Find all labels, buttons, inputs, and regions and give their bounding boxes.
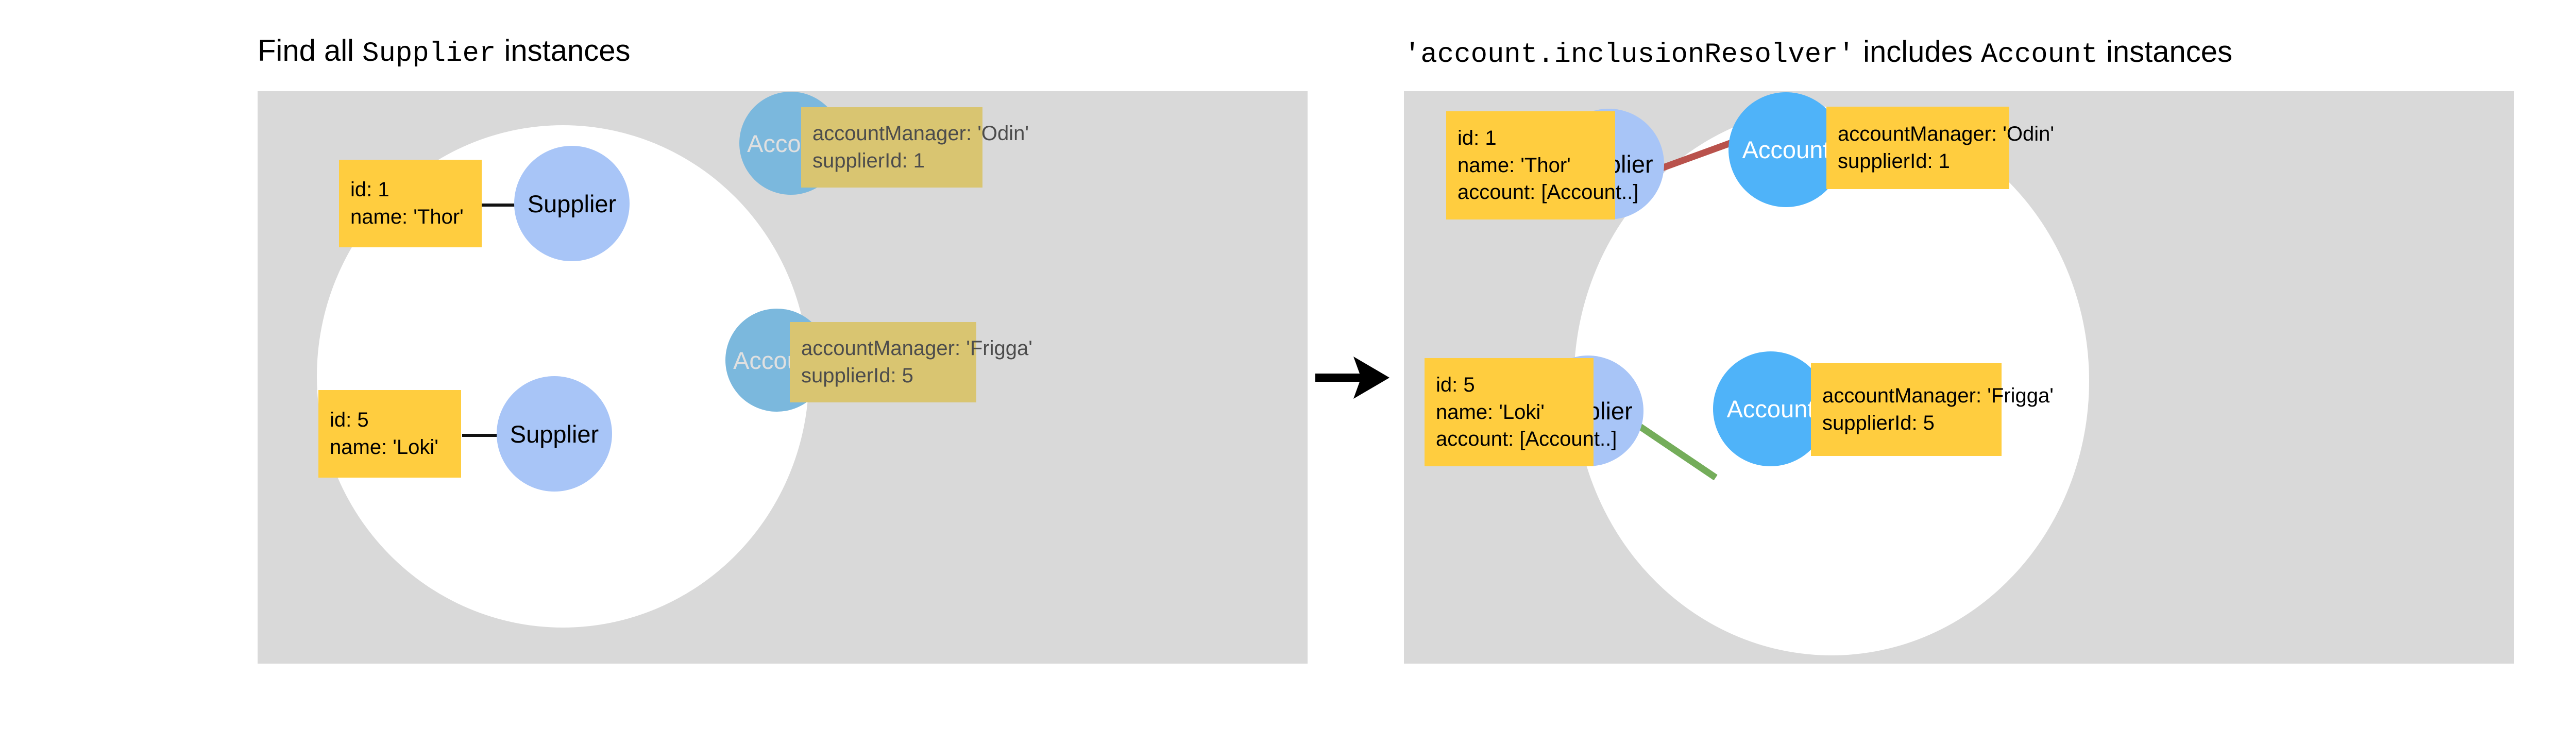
- right-box-account-bottom: accountManager: 'Frigga' supplierId: 5: [1811, 363, 2054, 456]
- right-panel: Supplier Supplier Account Account id: 1 …: [1404, 91, 2514, 664]
- box-line-account-manager: accountManager: 'Frigga': [801, 337, 1032, 360]
- node-label: Supplier: [510, 420, 599, 448]
- box-line-supplier-id: supplierId: 1: [812, 149, 925, 172]
- right-box-supplier-top: id: 1 name: 'Thor' account: [Account..]: [1446, 111, 1639, 219]
- right-node-account-bottom[interactable]: Account: [1713, 351, 1828, 466]
- edge-supplier-bottom-box: [462, 434, 509, 437]
- box-line-id: id: 5: [330, 409, 369, 432]
- box-line-supplier-id: supplierId: 5: [1822, 412, 1935, 434]
- box-line-id: id: 1: [1458, 126, 1497, 149]
- right-title-code-2: Account: [1981, 39, 2098, 71]
- right-title-suffix: instances: [2106, 35, 2233, 69]
- node-label: Account: [1726, 395, 1815, 422]
- left-title-suffix: instances: [504, 34, 631, 67]
- box-line-account-manager: accountManager: 'Odin': [812, 122, 1029, 145]
- left-box-account-bottom: accountManager: 'Frigga' supplierId: 5: [790, 322, 1032, 402]
- box-line-name: name: 'Thor': [1458, 154, 1571, 177]
- box-line-name: name: 'Thor': [350, 206, 464, 228]
- left-box-supplier-bottom: id: 5 name: 'Loki': [318, 390, 461, 478]
- arrow-right-icon: [1315, 357, 1389, 399]
- left-title-prefix: Find all: [258, 34, 354, 67]
- right-title-middle: includes: [1863, 35, 1973, 69]
- node-label: Supplier: [527, 190, 617, 217]
- box-line-supplier-id: supplierId: 5: [801, 364, 913, 387]
- box-line-id: id: 5: [1436, 373, 1475, 396]
- box-line-account: account: [Account..]: [1458, 181, 1639, 204]
- box-line-account-manager: accountManager: 'Frigga': [1822, 384, 2054, 408]
- node-label: Account: [1742, 136, 1830, 163]
- box-line-account: account: [Account..]: [1436, 428, 1617, 451]
- right-box-account-top: accountManager: 'Odin' supplierId: 1: [1826, 107, 2054, 189]
- left-node-supplier-top[interactable]: Supplier: [514, 146, 630, 261]
- left-panel-title: Find all Supplier instances: [258, 36, 631, 68]
- box-line-supplier-id: supplierId: 1: [1838, 150, 1950, 173]
- right-title-code-1: 'account.inclusionResolver': [1404, 39, 1855, 71]
- left-panel: Supplier Supplier Account Account id: 1 …: [258, 91, 1308, 664]
- left-box-account-top: accountManager: 'Odin' supplierId: 1: [801, 107, 1029, 188]
- left-box-supplier-top: id: 1 name: 'Thor': [339, 160, 482, 247]
- left-node-supplier-bottom[interactable]: Supplier: [497, 376, 612, 492]
- right-panel-title: 'account.inclusionResolver' includes Acc…: [1404, 37, 2232, 69]
- right-node-account-top[interactable]: Account: [1728, 92, 1843, 207]
- box-line-account-manager: accountManager: 'Odin': [1838, 123, 2054, 146]
- edge-supplier-top-box: [482, 204, 527, 207]
- box-line-name: name: 'Loki': [1436, 400, 1545, 424]
- left-title-code: Supplier: [362, 38, 496, 70]
- box-line-name: name: 'Loki': [330, 436, 438, 459]
- box-line-id: id: 1: [350, 178, 389, 201]
- right-box-supplier-bottom: id: 5 name: 'Loki' account: [Account..]: [1425, 358, 1617, 466]
